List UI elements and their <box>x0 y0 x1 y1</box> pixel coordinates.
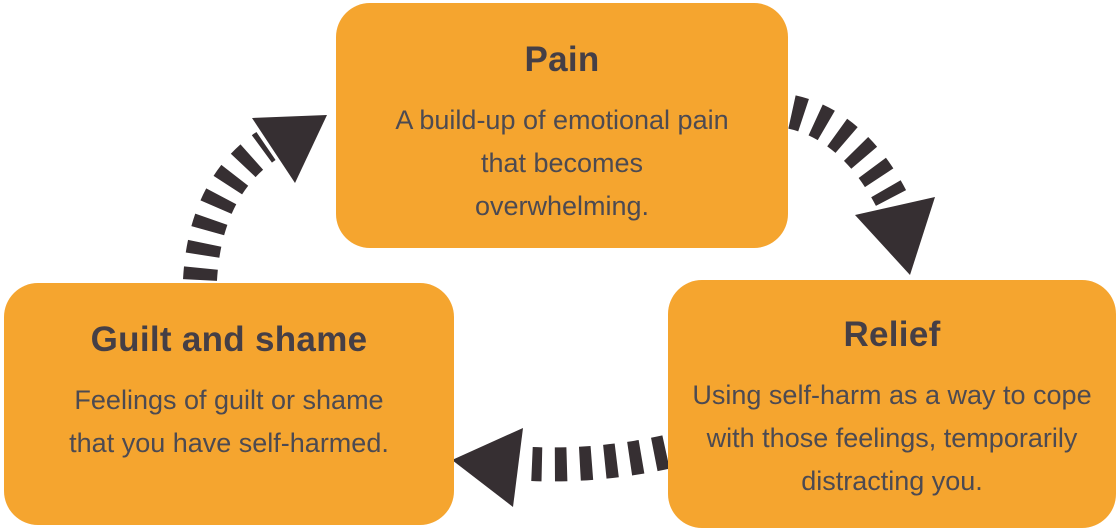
node-pain-description: A build-up of emotional pain that become… <box>395 105 729 222</box>
node-pain-title: Pain <box>524 40 600 79</box>
node-relief: Relief Using self-harm as a way to cope … <box>668 280 1116 528</box>
arrow-relief-to-guilt-icon <box>452 428 670 507</box>
node-guilt-title: Guilt and shame <box>90 320 368 359</box>
node-relief-title: Relief <box>843 315 941 354</box>
node-pain: Pain A build-up of emotional pain that b… <box>336 3 788 248</box>
node-guilt-description: Feelings of guilt or shame that you have… <box>69 385 389 459</box>
arrow-guilt-to-pain-icon <box>183 115 327 282</box>
node-guilt-and-shame: Guilt and shame Feelings of guilt or sha… <box>4 283 454 525</box>
node-relief-description: Using self-harm as a way to cope with th… <box>692 380 1092 497</box>
arrow-pain-to-relief-icon <box>787 95 935 275</box>
